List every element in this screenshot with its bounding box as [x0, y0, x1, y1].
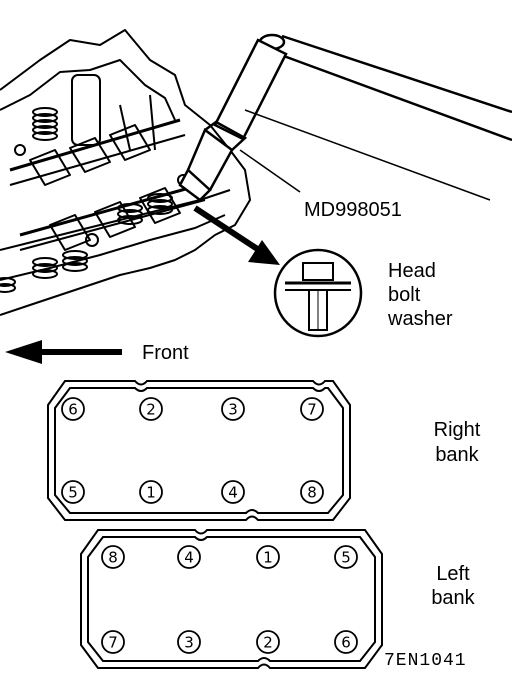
left-bank-bolt: 2 — [256, 630, 280, 654]
cylinder-head-illustration — [0, 29, 251, 316]
left-bank-bolt-number: 4 — [184, 549, 194, 567]
right-bank-bolt: 1 — [139, 480, 163, 504]
tool-part-number: MD998051 — [304, 199, 402, 221]
callout-label-line3: washer — [388, 308, 453, 330]
left-bank-bolt-number: 1 — [263, 549, 273, 567]
left-bank-bolt-number: 3 — [184, 634, 194, 652]
head-bolt-washer-callout — [273, 248, 363, 338]
left-bank-bolt: 3 — [177, 630, 201, 654]
left-bank-bolt: 5 — [334, 545, 358, 569]
left-bank-bolt: 6 — [334, 630, 358, 654]
socket-wrench-tool — [178, 33, 512, 202]
right-bank-bolt-number: 8 — [307, 484, 317, 502]
right-bank-head-outline — [47, 380, 351, 521]
right-bank-bolt-number: 5 — [68, 484, 78, 502]
right-bank-bolt: 6 — [61, 397, 85, 421]
right-bank-bolt-number: 3 — [228, 401, 238, 419]
right-bank-bolt-number: 7 — [307, 401, 317, 419]
callout-label-line1: Head — [388, 260, 436, 282]
left-bank-bolt: 1 — [256, 545, 280, 569]
right-bank-bolt: 5 — [61, 480, 85, 504]
right-bank-bolt-number: 4 — [228, 484, 238, 502]
right-bank-bolt: 8 — [300, 480, 324, 504]
front-label: Front — [142, 342, 189, 364]
right-bank-bolt-number: 2 — [146, 401, 156, 419]
left-bank-bolt: 8 — [101, 545, 125, 569]
left-bank-bolt-number: 7 — [108, 634, 118, 652]
left-bank-label-line2: bank — [431, 587, 475, 609]
figure-code: 7EN1041 — [384, 651, 467, 671]
left-bank-bolt: 4 — [177, 545, 201, 569]
right-bank-bolt: 4 — [221, 480, 245, 504]
left-bank-label-line1: Left — [436, 563, 470, 585]
left-bank-bolt-number: 2 — [263, 634, 273, 652]
right-bank-label-line1: Right — [433, 419, 481, 441]
left-bank-bolt-number: 5 — [341, 549, 351, 567]
left-bank-bolt-number: 8 — [108, 549, 118, 567]
left-bank-bolt: 7 — [101, 630, 125, 654]
front-direction-arrow — [5, 340, 122, 364]
right-bank-bolt-number: 6 — [68, 401, 78, 419]
left-bank-head-outline — [80, 529, 383, 669]
left-bank-bolts: 8 4 1 5 7 3 2 6 — [101, 545, 358, 654]
detail-pointer-arrow — [193, 205, 280, 265]
right-bank-bolt: 3 — [221, 397, 245, 421]
left-bank-bolt-number: 6 — [341, 634, 351, 652]
right-bank-bolt-number: 1 — [146, 484, 156, 502]
right-bank-label-line2: bank — [435, 444, 479, 466]
callout-label-line2: bolt — [388, 284, 421, 306]
right-bank-bolt: 2 — [139, 397, 163, 421]
right-bank-bolt: 7 — [300, 397, 324, 421]
right-bank-bolts: 6 2 3 7 5 1 4 8 — [61, 397, 324, 504]
